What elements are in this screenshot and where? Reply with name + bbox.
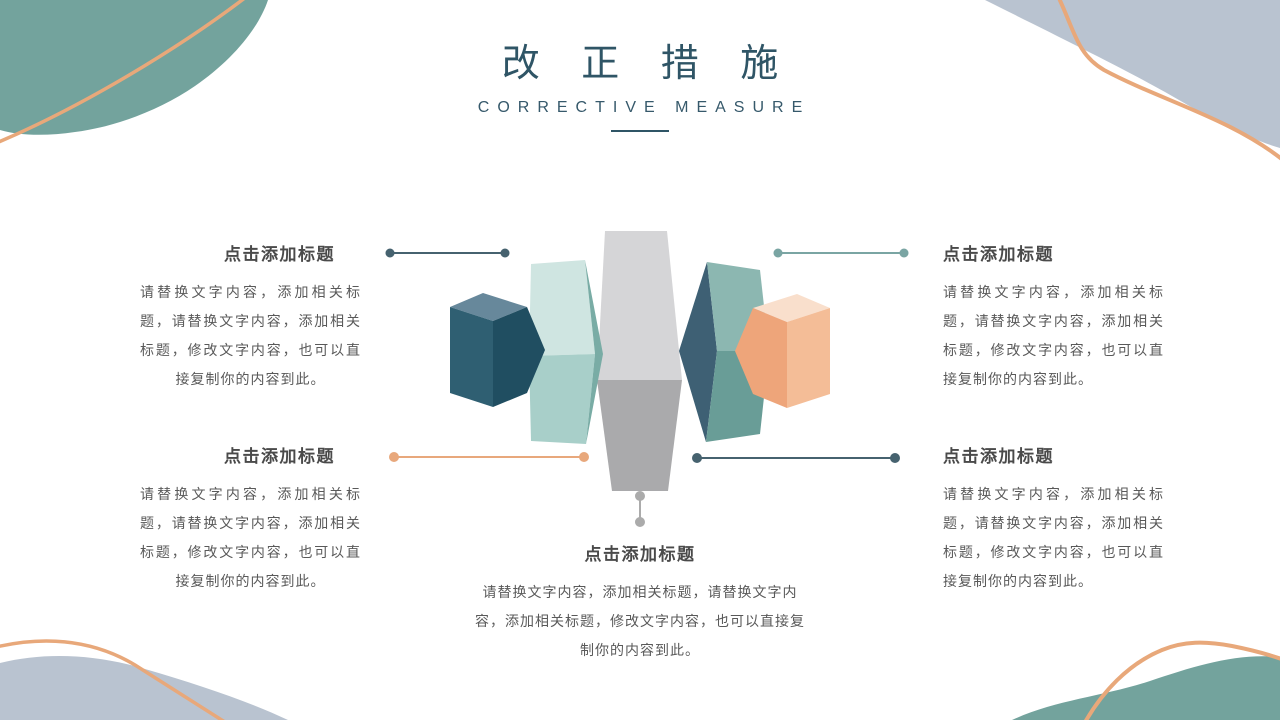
- callout-heading: 点击添加标题: [943, 447, 1054, 466]
- blob-top-right: [985, 0, 1280, 148]
- callout-body: 请替换文字内容，添加相关标题，请替换文字内容，添加相关标题，修改文字内容，也可以…: [475, 584, 805, 658]
- connector-bottom-left: [389, 452, 589, 462]
- callout-bottom-right: 点击添加标题 请替换文字内容，添加相关标题，请替换文字内容，添加相关标题，修改文…: [943, 442, 1164, 596]
- left-cube-side-face: [493, 307, 545, 407]
- connector-dot: [500, 248, 510, 258]
- connectors: [385, 248, 909, 527]
- slide-title: 改 正 措 施: [501, 43, 795, 85]
- accent-curve-bottom-left: [0, 639, 226, 720]
- center-prism-upper-face: [597, 231, 682, 380]
- blob-top-left: [0, 0, 268, 135]
- connector-dot: [389, 452, 399, 462]
- blob-bottom-left: [0, 656, 288, 720]
- callout-body: 请替换文字内容，添加相关标题，请替换文字内容，添加相关标题，修改文字内容，也可以…: [943, 486, 1164, 589]
- connector-top-left: [385, 248, 510, 258]
- callout-heading: 点击添加标题: [224, 447, 335, 466]
- connector-dot: [635, 517, 645, 527]
- left-cube-front-face: [450, 307, 493, 407]
- callout-body: 请替换文字内容，添加相关标题，请替换文字内容，添加相关标题，修改文字内容，也可以…: [140, 284, 361, 387]
- callout-heading: 点击添加标题: [943, 245, 1054, 264]
- accent-curve-top-left: [0, 0, 245, 144]
- callout-top-left: 点击添加标题 请替换文字内容，添加相关标题，请替换文字内容，添加相关标题，修改文…: [140, 240, 361, 394]
- callout-heading: 点击添加标题: [224, 245, 335, 264]
- connector-top-right: [773, 248, 909, 258]
- slide-subtitle: CORRECTIVE MEASURE: [477, 99, 811, 116]
- 3d-chevron-diagram: [450, 231, 830, 491]
- connector-dot: [635, 491, 645, 501]
- right-panel-side-face: [679, 262, 717, 442]
- callout-bottom-center: 点击添加标题 请替换文字内容，添加相关标题，请替换文字内容，添加相关标题，修改文…: [472, 540, 808, 665]
- title-divider: [611, 130, 669, 132]
- blob-bottom-right: [1012, 656, 1280, 720]
- connector-dot: [773, 248, 783, 258]
- connector-dot: [692, 453, 702, 463]
- callout-heading: 点击添加标题: [584, 545, 696, 564]
- callout-top-right: 点击添加标题 请替换文字内容，添加相关标题，请替换文字内容，添加相关标题，修改文…: [943, 240, 1164, 394]
- left-cube-top-face: [450, 293, 527, 321]
- callout-body: 请替换文字内容，添加相关标题，请替换文字内容，添加相关标题，修改文字内容，也可以…: [943, 284, 1164, 387]
- callout-bottom-left: 点击添加标题 请替换文字内容，添加相关标题，请替换文字内容，添加相关标题，修改文…: [140, 442, 361, 596]
- right-cube-front-face: [735, 308, 787, 408]
- connector-dot: [385, 248, 395, 258]
- right-cube-top-face: [753, 294, 830, 322]
- connector-dot: [899, 248, 909, 258]
- connector-dot: [890, 453, 900, 463]
- left-panel-side-face: [585, 260, 603, 444]
- connector-bottom-center: [635, 491, 645, 527]
- callout-body: 请替换文字内容，添加相关标题，请替换文字内容，添加相关标题，修改文字内容，也可以…: [140, 486, 361, 589]
- left-panel-upper-face: [529, 260, 595, 356]
- center-prism-lower-face: [597, 380, 682, 491]
- left-panel-lower-face: [529, 354, 595, 444]
- connector-bottom-right: [692, 453, 900, 463]
- connector-dot: [579, 452, 589, 462]
- accent-curve-bottom-right: [1084, 640, 1280, 720]
- accent-curve-top-right: [1057, 0, 1280, 161]
- right-cube-side-face: [787, 308, 830, 408]
- slide-header: 改 正 措 施 CORRECTIVE MEASURE: [0, 32, 1280, 132]
